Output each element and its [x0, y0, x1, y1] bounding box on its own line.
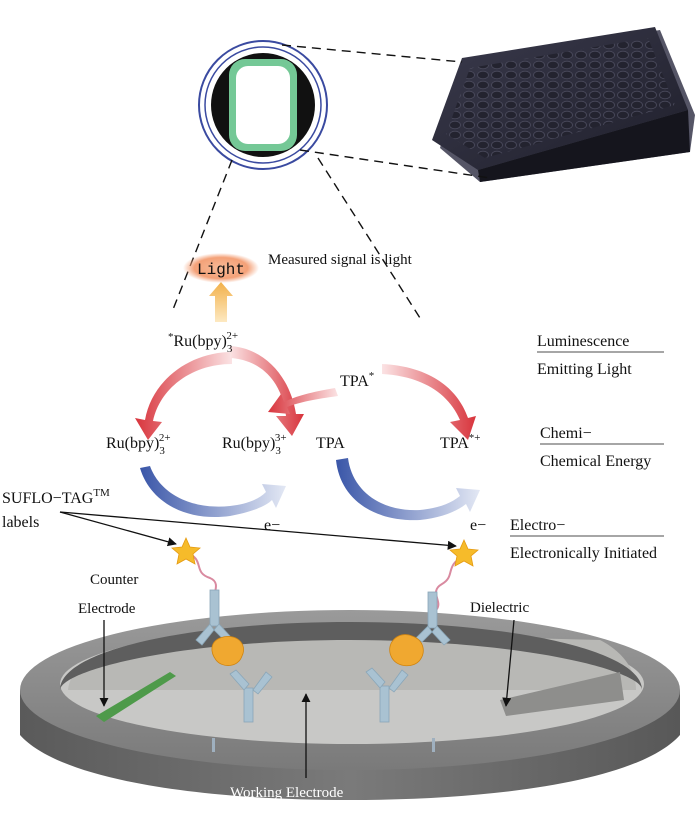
svg-text:Ru(bpy)33+: Ru(bpy)33+ — [222, 432, 287, 457]
species-ru-excited: *Ru(bpy)32+ — [168, 330, 238, 355]
light-up-arrow — [209, 282, 233, 322]
legend-1-top: Luminescence — [537, 333, 629, 350]
dielectric-edge — [500, 672, 624, 716]
sulfo-pointers — [59, 511, 457, 550]
species-tpa: TPA — [316, 435, 345, 452]
blue-arrow-left — [140, 466, 286, 518]
working-electrode-label: Working Electrode — [230, 785, 344, 801]
legend-2-top: Chemi− — [540, 425, 592, 442]
species-ru-left: Ru(bpy)32+ — [106, 432, 171, 457]
sulfo-tag-label: SUFLO−TAGTM labels — [2, 487, 110, 531]
capture-antibody-right — [365, 667, 409, 723]
counter-label-1: Counter — [90, 572, 138, 588]
counter-label-2: Electrode — [78, 601, 136, 617]
antigen-left — [211, 636, 244, 666]
tpa-cycle — [336, 364, 480, 521]
electron-right: e− — [470, 517, 486, 534]
light-tag: Light — [197, 261, 245, 279]
electrode-dish — [20, 610, 680, 800]
right-antibody-assembly — [365, 539, 479, 723]
red-arrow-tpa-feed — [268, 388, 338, 414]
magnified-well — [198, 40, 328, 170]
svg-text:TPA*: TPA* — [340, 370, 374, 390]
dielectric-pointer — [502, 619, 515, 707]
legend-2-bottom: Chemical Energy — [540, 453, 651, 470]
species-tpa-cation: TPA*+ — [440, 432, 480, 452]
blue-arrow-tpa — [336, 458, 480, 521]
counter-electrode-strip — [96, 672, 176, 722]
svg-text:SUFLO−TAGTM: SUFLO−TAGTM — [2, 487, 110, 507]
detection-antibody-right — [415, 591, 451, 646]
antigen-right — [389, 634, 424, 667]
red-arrow-left — [135, 352, 232, 440]
ru-cycle — [135, 346, 338, 518]
measured-signal-text: Measured signal is light — [268, 252, 413, 268]
left-antibody-assembly — [171, 537, 273, 723]
red-arrow-right — [230, 346, 304, 436]
species-tpa-radical: TPA* — [340, 370, 374, 390]
capture-antibody-left — [229, 669, 273, 723]
species-ru-right: Ru(bpy)33+ — [222, 432, 287, 457]
svg-text:TPA*+: TPA*+ — [440, 432, 480, 452]
svg-text:labels: labels — [2, 514, 39, 531]
svg-text:Ru(bpy)32+: Ru(bpy)32+ — [106, 432, 171, 457]
light-emission: Light — [183, 253, 259, 322]
electron-left: e− — [264, 517, 280, 534]
zoom-lines — [171, 44, 491, 319]
star-label-right — [449, 539, 479, 567]
legend: Luminescence Emitting Light Chemi− Chemi… — [510, 333, 664, 562]
legend-3-bottom: Electronically Initiated — [510, 545, 657, 562]
red-arrow-tpa-right — [382, 364, 476, 440]
star-label-left — [171, 537, 201, 565]
dielectric-label: Dielectric — [470, 600, 529, 616]
legend-3-top: Electro− — [510, 517, 565, 534]
svg-text:*Ru(bpy)32+: *Ru(bpy)32+ — [168, 330, 238, 355]
microplate — [432, 27, 695, 182]
legend-1-bottom: Emitting Light — [537, 361, 632, 378]
